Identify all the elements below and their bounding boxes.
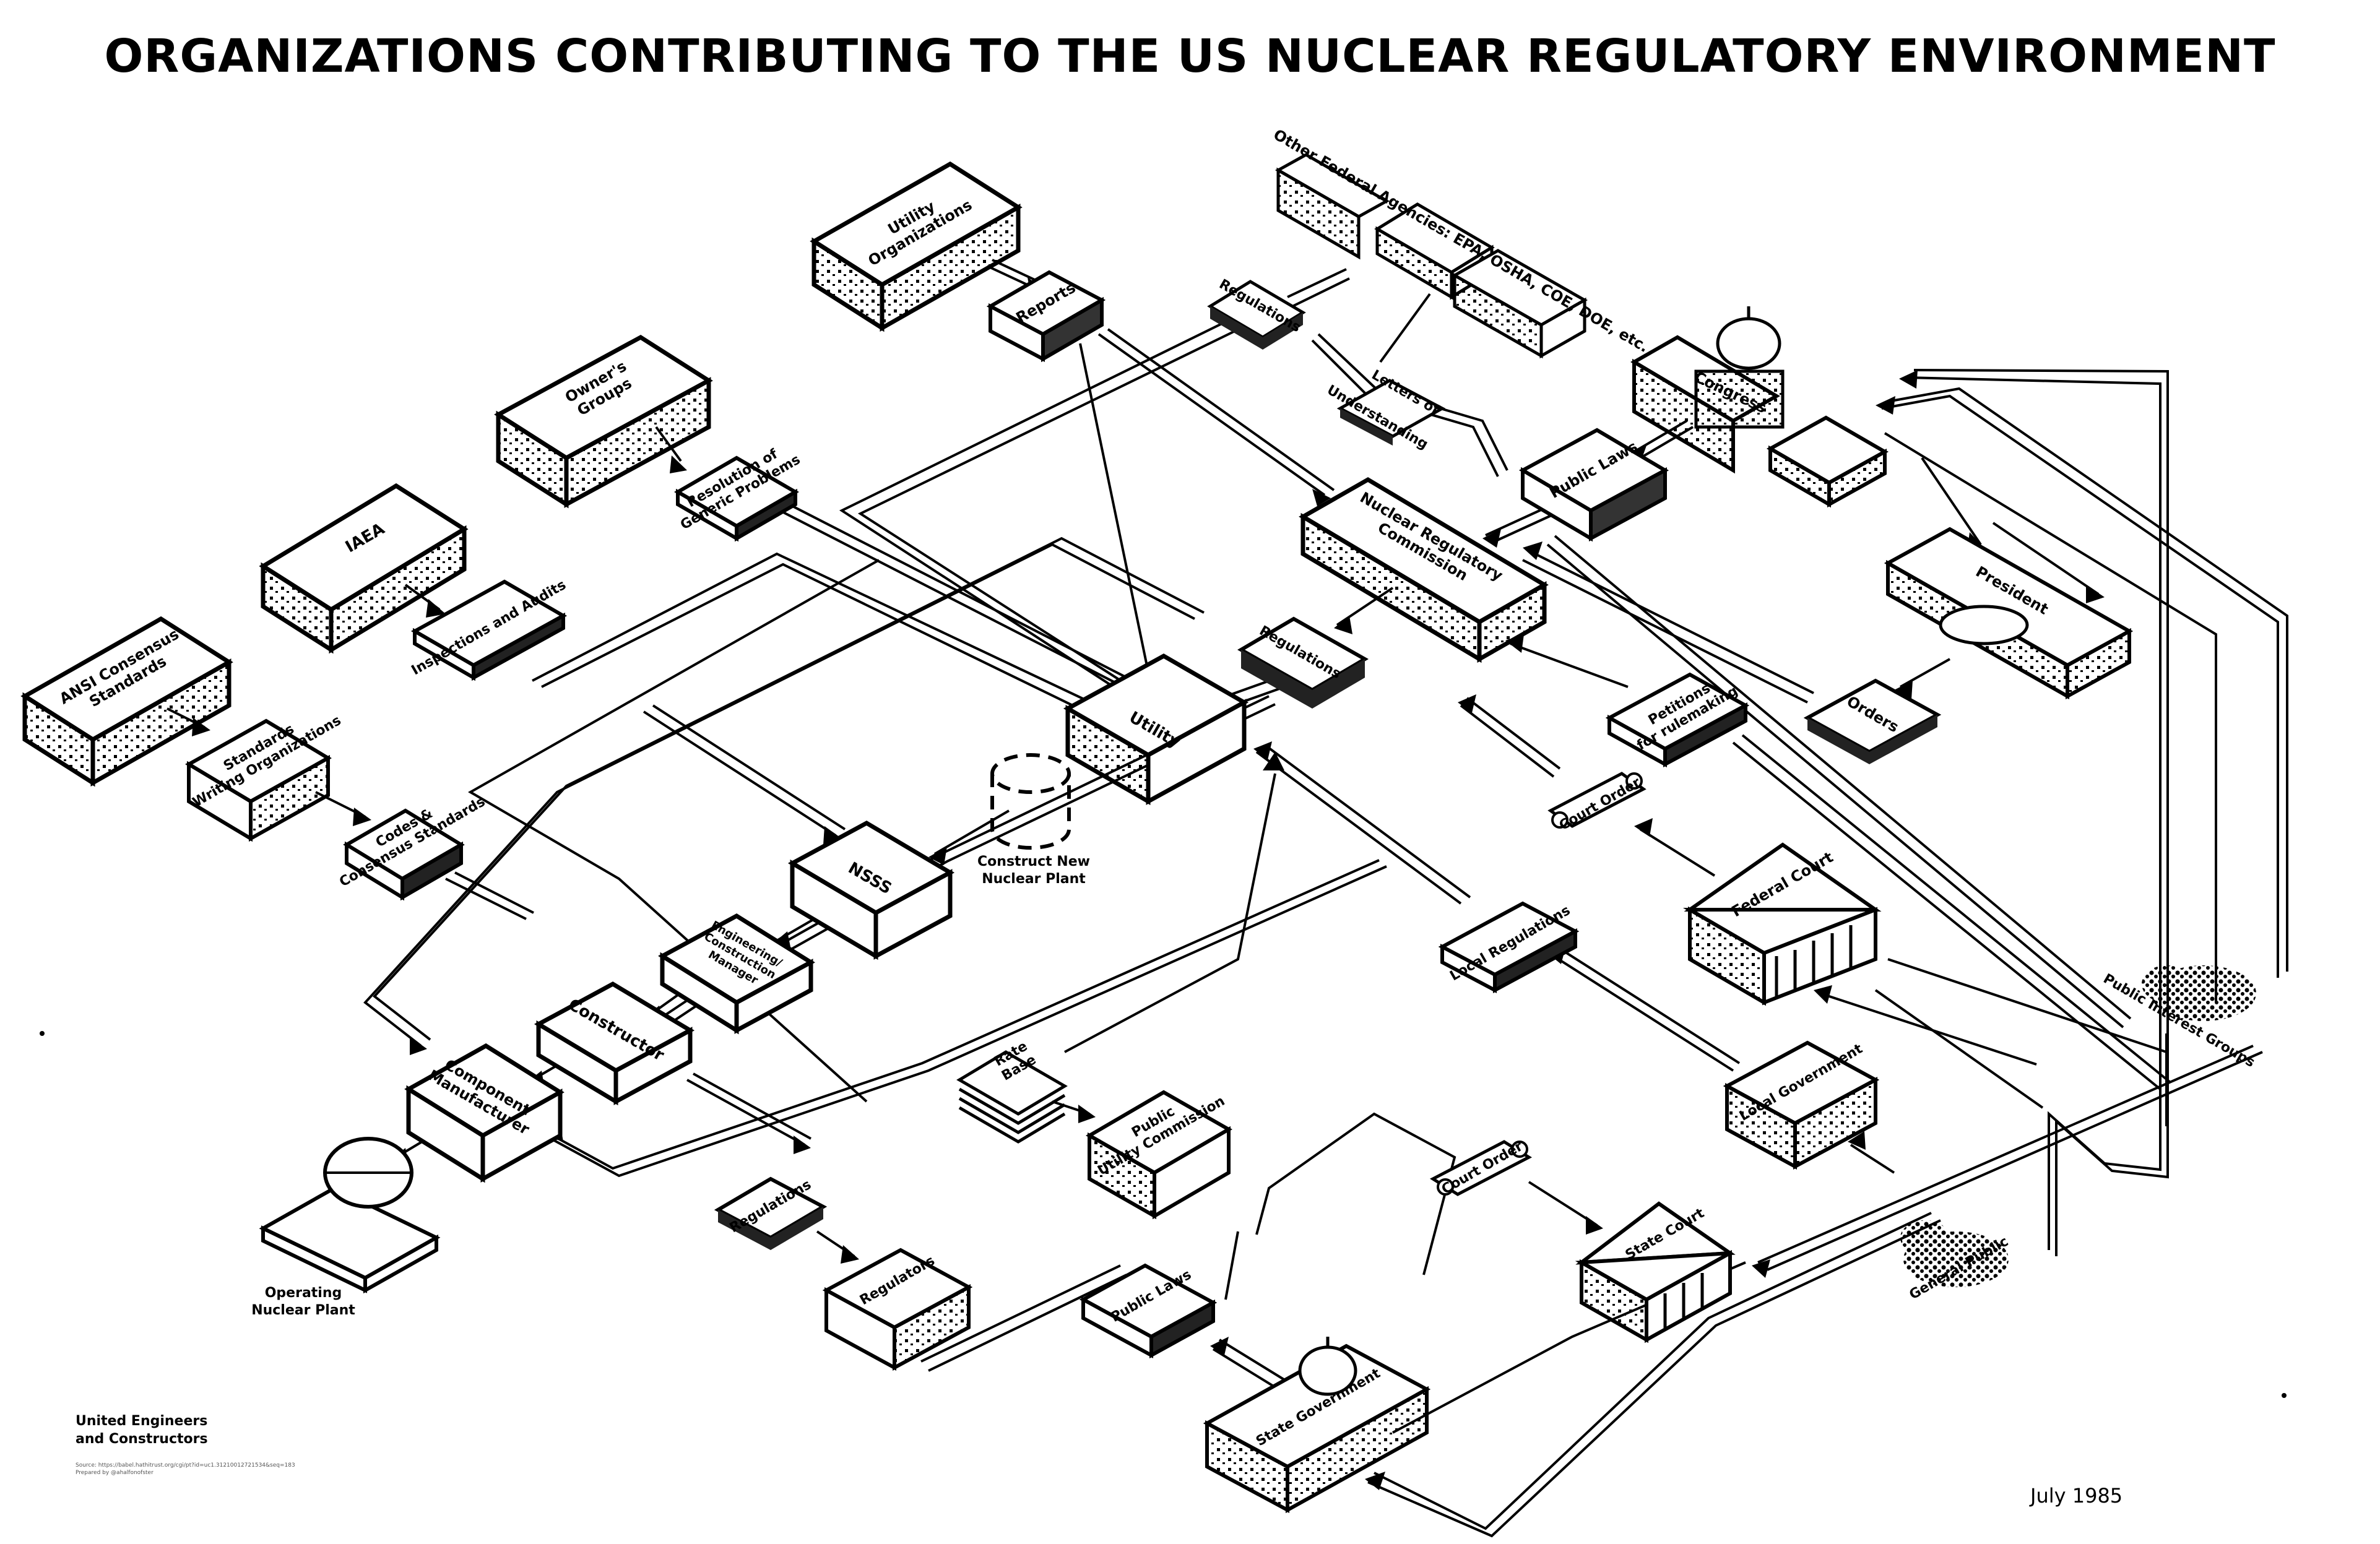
page-title: ORGANIZATIONS CONTRIBUTING TO THE US NUC… (104, 30, 2276, 83)
construct-new-plant-tank[interactable]: Construct New Nuclear Plant (977, 753, 1090, 887)
public-interest-groups-crowd[interactable]: Public Interest Groups (2101, 965, 2257, 1071)
utility-organizations-building[interactable]: UtilityOrganizations (810, 161, 1023, 332)
connector-congress-president-2 (1921, 457, 1982, 546)
court-order-top-scroll[interactable]: Court Order (1547, 772, 1647, 834)
connector-generalpublic-congress (1906, 376, 2161, 1250)
connector-inspections-loop (532, 552, 1124, 719)
owners-groups-building[interactable]: Owner'sGroups (494, 334, 713, 509)
connector-publiclaws-puc (1224, 1231, 1239, 1300)
connector-orders-nrc (1528, 550, 1814, 694)
date-label: July 1985 (2030, 1484, 2123, 1507)
connector-fed-regs (1287, 268, 1347, 298)
component-manufacturer-box[interactable]: ComponentManufacturer (404, 1043, 565, 1183)
codes-consensus-standards-box[interactable]: Codes &Consensus Standards (329, 780, 488, 901)
regulators-building[interactable]: Regulators (822, 1248, 973, 1371)
court-order-bottom-scroll[interactable]: Court Order (1429, 1139, 1533, 1197)
regulations-bottom-doc[interactable]: Regulations (714, 1176, 828, 1250)
construct-label-1: Construct New (977, 854, 1090, 869)
speck-mark (40, 1031, 45, 1036)
other-federal-agencies-buildings[interactable]: Other Federal Agencies: EPA, OSHA, COE, … (1271, 126, 1652, 359)
letters-of-understanding-doc[interactable]: Letters of Understanding (1324, 367, 1446, 452)
connector-generalpublic-federalcourt (1819, 992, 2037, 1066)
company-line-1: United Engineers (76, 1413, 208, 1429)
public-laws-bottom-doc[interactable]: Public Laws (1079, 1263, 1218, 1359)
connector-publicinterest-congress-2 (1884, 432, 2217, 1003)
connector-constructor-regs (686, 1079, 805, 1146)
connector-generalpublic-localgov (1850, 1144, 1895, 1174)
company-credit: United Engineers and Constructors (76, 1412, 208, 1448)
rate-base-stack[interactable]: RateBase (956, 1038, 1068, 1144)
engineering-construction-manager-box[interactable]: Engineering/ConstructionManager (658, 913, 815, 1035)
connector-utility-grid (363, 543, 1195, 1047)
president-building[interactable]: President (1884, 527, 2134, 700)
operating-label-1: Operating (265, 1285, 342, 1301)
connector-generalpublic-statecourt (1757, 1045, 2254, 1264)
public-laws-top-doc[interactable]: Public Laws (1518, 428, 1669, 542)
connector-localgov-localregs (1552, 955, 1734, 1072)
construct-label-2: Nuclear Plant (982, 871, 1086, 887)
connector-regulators-publiclaws (928, 1274, 1127, 1372)
orders-doc[interactable]: Orders (1803, 678, 1942, 764)
nrc-building[interactable]: Nuclear RegulatoryCommission (1299, 477, 1549, 663)
connector-president-orders (1900, 658, 1950, 688)
connector-fedcourt-statecourt (1874, 989, 2044, 1109)
connector-reports-utility (1079, 343, 1153, 688)
state-government-building[interactable]: State Government (1203, 1337, 1431, 1514)
source-line-2: Prepared by @ahalfonofster (76, 1470, 154, 1476)
connector-localregs-utility (1255, 751, 1462, 905)
connector-federalcourt-courtorder (1639, 828, 1716, 877)
connector-codes-constructor (445, 878, 527, 920)
company-line-2: and Constructors (76, 1431, 208, 1447)
local-regulations-doc[interactable]: Local Regulations (1438, 901, 1580, 994)
connector-utility-nsss (643, 710, 837, 837)
constructor-box[interactable]: Constructor (534, 981, 695, 1106)
petitions-doc[interactable]: Petitionsfor rulemaking (1605, 670, 1750, 768)
connector-congress-president (1992, 522, 2100, 595)
connector-courtorder-nrc (1460, 704, 1555, 778)
connector-publicinterest-petitions (1732, 741, 2161, 1090)
connector-petitions-nrc (1510, 642, 1629, 688)
connector-nrc-publicinterest (1546, 543, 2124, 1029)
speck-mark (2282, 1393, 2287, 1398)
operating-nuclear-plant[interactable]: Operating Nuclear Plant (251, 1137, 441, 1318)
connector-generalpublic-stategov (1374, 1212, 1932, 1530)
connector-lines (167, 259, 2288, 1538)
source-line-1: Source: https://babel.hathitrust.org/cgi… (76, 1462, 295, 1469)
reports-box[interactable]: Reports (986, 270, 1106, 363)
connector-regs-top-utility (839, 321, 1226, 701)
state-court-building[interactable]: State Court (1575, 1201, 1736, 1343)
source-note: Source: https://babel.hathitrust.org/cgi… (76, 1462, 295, 1477)
regulations-top-doc[interactable]: Regulations (1207, 277, 1306, 350)
congress-building[interactable]: Congress (1630, 306, 1889, 508)
general-public-crowd[interactable]: General Public (1900, 1220, 2011, 1303)
public-utility-commission-building[interactable]: PublicUtility Commission (1086, 1079, 1232, 1220)
connector-publicinterest-federalcourt (1887, 958, 2167, 1053)
inspections-audits-box[interactable]: Inspections and Audits (409, 577, 569, 681)
connector-ratebase-utility (1064, 773, 1276, 1053)
operating-label-2: Nuclear Plant (251, 1303, 355, 1318)
utility-building[interactable]: Utility (1063, 653, 1249, 806)
connector-reports-nrc (1097, 333, 1326, 496)
connector-construct-nsss (933, 809, 1010, 855)
connector-resolution-utility (773, 506, 1130, 691)
federal-court-building[interactable]: Federal Court (1682, 842, 1882, 1006)
other-federal-label: Other Federal Agencies: EPA, OSHA, COE, … (1271, 126, 1652, 356)
nsss-box[interactable]: NSSS (787, 820, 955, 960)
iaea-building[interactable]: IAEA (259, 483, 469, 654)
connector-utility-grid-4 (550, 865, 1387, 1178)
connector-publicinterest-congress (1881, 394, 2279, 978)
resolution-generic-problems-box[interactable]: Resolution ofGeneric Problems (670, 438, 803, 542)
connector-courtorder-statecourt (1528, 1181, 1598, 1227)
